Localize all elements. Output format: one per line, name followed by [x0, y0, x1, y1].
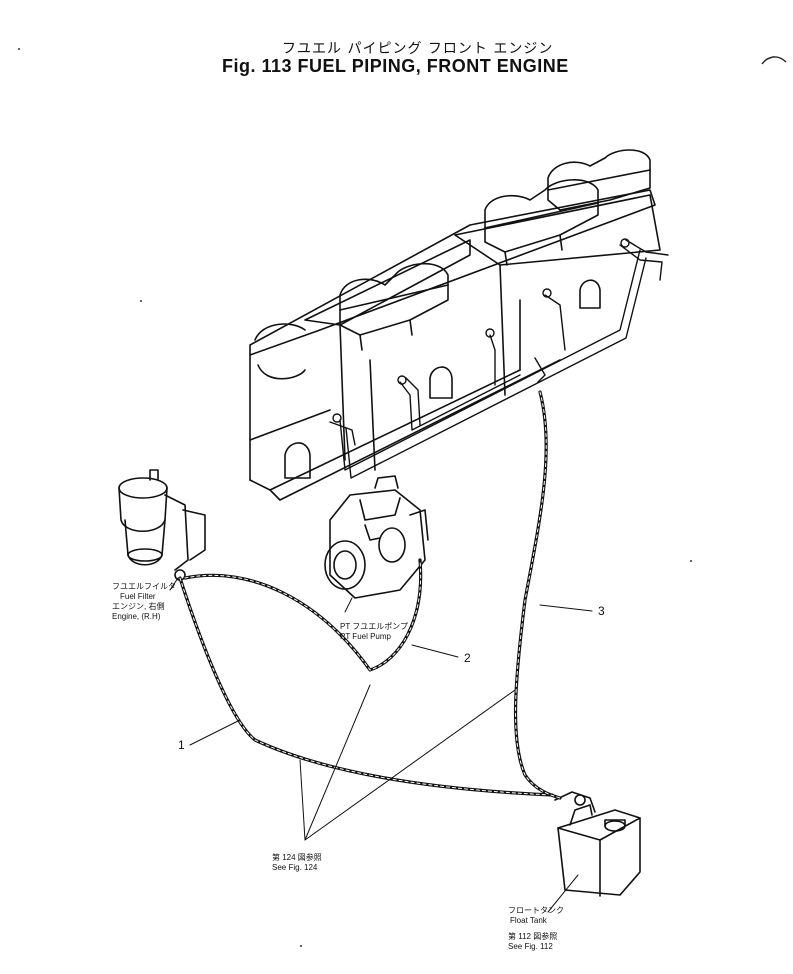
- leader-fig124-a: [299, 759, 306, 841]
- fuel-pump-label-en: PT Fuel Pump: [340, 632, 391, 641]
- leader-pump: [344, 597, 353, 613]
- engine-block: [249, 189, 661, 501]
- injector-lines: [329, 238, 669, 479]
- leader-fig124-c: [304, 689, 516, 841]
- leader-fig124-b: [304, 684, 371, 841]
- scan-speck: [300, 945, 302, 947]
- see-fig-124-label-jp: 第 124 図参照: [272, 853, 322, 862]
- pt-fuel-pump: [324, 475, 429, 599]
- float-tank-label: フロートタンク Float Tank 第 112 図参照 See Fig. 11…: [508, 906, 564, 952]
- rocker-cover-3: [547, 149, 651, 211]
- float-tank-label-ref-en: See Fig. 112: [508, 942, 553, 951]
- float-tank-label-en: Float Tank: [510, 916, 547, 925]
- callout-3: 3: [598, 604, 605, 618]
- fuel-pump-label-jp: PT フユエルポンプ: [340, 622, 409, 631]
- title-english: Fig. 113 FUEL PIPING, FRONT ENGINE: [222, 56, 569, 76]
- hose-2: [183, 558, 423, 672]
- fuel-filter: [118, 469, 206, 581]
- see-fig-124-label-en: See Fig. 124: [272, 863, 318, 872]
- leader-float-tank: [547, 874, 579, 913]
- rocker-cover-1: [339, 262, 449, 351]
- callout-2: 2: [464, 651, 471, 665]
- leader-lines: [169, 577, 593, 913]
- leader-filter: [169, 577, 179, 591]
- callout-1: 1: [178, 738, 185, 752]
- scan-speck: [690, 560, 692, 562]
- hose-3-core: [515, 391, 561, 799]
- hose-3: [513, 390, 562, 800]
- leader-2: [411, 644, 459, 658]
- title-japanese: フユエル パイピング フロント エンジン: [282, 41, 554, 57]
- fuel-filter-label-jp2: エンジン, 右側: [112, 602, 165, 611]
- leader-3: [539, 604, 593, 612]
- see-fig-124-label: 第 124 図参照 See Fig. 124: [272, 853, 322, 873]
- leader-1: [189, 719, 241, 746]
- fuel-pump-label: PT フユエルポンプ PT Fuel Pump: [340, 622, 408, 642]
- float-tank-label-jp: フロートタンク: [508, 906, 564, 915]
- scan-speck: [140, 300, 142, 302]
- corner-mark: [761, 56, 787, 65]
- float-tank-label-ref-jp: 第 112 図参照: [508, 932, 558, 941]
- fuel-filter-label-en2: Engine, (R.H): [112, 612, 161, 621]
- fuel-filter-label-en1: Fuel Filter: [120, 592, 156, 601]
- hose-2-core: [184, 559, 422, 671]
- fuel-filter-label: フユエルフイルタ Fuel Filter エンジン, 右側 Engine, (R…: [112, 582, 176, 622]
- hose-1-core: [179, 577, 553, 796]
- rocker-cover-2: [484, 179, 599, 266]
- fuel-filter-label-jp1: フユエルフイルタ: [112, 582, 176, 591]
- float-tank: [554, 791, 641, 897]
- hose-1: [178, 576, 554, 797]
- scan-speck: [18, 48, 20, 50]
